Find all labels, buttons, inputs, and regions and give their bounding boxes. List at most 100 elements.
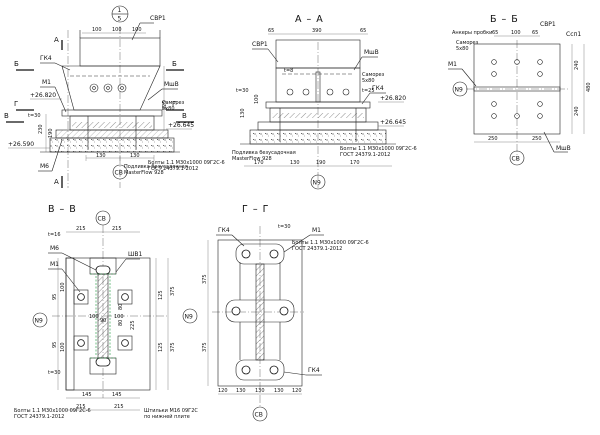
label-aa-3: 5х80	[362, 78, 375, 84]
dim-vv-17: 100	[60, 342, 66, 352]
dim-vv-5: 215	[114, 404, 124, 410]
dim-gg-4: 120	[292, 388, 302, 394]
dim-vv-8: 80	[118, 320, 124, 326]
label-main-3: М1	[42, 79, 51, 86]
label-bb-0: Анкеры пробки	[452, 30, 492, 36]
gg-title: Г – Г	[242, 204, 269, 215]
cut-letter-6: В	[182, 112, 187, 120]
section-vv: В – В СВ 215 215 100 90 100 80 80	[14, 204, 198, 420]
label-aa-4: t=8	[284, 68, 293, 74]
label-vv-1: М6	[50, 245, 59, 252]
dim-main-0: 100	[92, 27, 102, 33]
section-sheet: 5	[118, 16, 122, 23]
dim-main-5: 190	[48, 128, 54, 138]
section-aa: А – А 65 390 65 100 170 130 190 170 СВР1	[232, 14, 417, 190]
aa-axis-label: N9	[313, 180, 321, 187]
elev-aa-0: +26.820	[380, 95, 406, 102]
label-gg-0: ГК4	[218, 227, 230, 234]
label-bb-5: М1	[448, 61, 457, 68]
label-bb-2: 5х80	[456, 46, 469, 52]
dim-gg-0: 120	[218, 388, 228, 394]
dim-gg-6: 375	[202, 342, 208, 352]
label-gg-1: t=30	[278, 224, 291, 230]
cut-letter-0: А	[54, 36, 59, 44]
dim-bb-7: 250	[532, 136, 542, 142]
bb-axis-left: N9	[455, 87, 463, 94]
vv-bolt-2: ГОСТ 24379.1-2012	[14, 414, 64, 420]
label-aa-8: 130	[240, 108, 246, 118]
gg-bolt-1: Болты 1.1 М30х1000 09Г2С-6	[292, 240, 369, 246]
bb-axis-bottom: СВ	[512, 156, 520, 163]
dim-vv-16: 100	[60, 282, 66, 292]
dim-vv-12: 375	[170, 342, 176, 352]
dim-vv-15: 100	[114, 314, 124, 320]
dim-aa-2: 65	[360, 28, 366, 34]
dim-bb-3: 240	[574, 60, 580, 70]
bb-bolts	[491, 59, 543, 119]
dim-aa-1: 390	[312, 28, 322, 34]
dim-main-6: 130	[96, 153, 106, 159]
dim-bb-0: 65	[492, 30, 498, 36]
label-gg-3: ГК4	[308, 367, 320, 374]
cut-letter-3: Г	[14, 100, 18, 108]
main-note-1: Подливка безусадочная	[124, 164, 188, 170]
label-main-2: МшВ	[164, 81, 179, 88]
dim-main-7: 130	[130, 153, 140, 159]
section-gg: Г – Г 375 375 120 130 130 130 120 ГК4 t=…	[182, 204, 369, 422]
dim-vv-1: 215	[112, 226, 122, 232]
dim-gg-1: 130	[236, 388, 246, 394]
label-bb-1: Саморез	[456, 40, 479, 46]
dim-bb-6: 250	[488, 136, 498, 142]
label-vv-4: t=30	[48, 370, 61, 376]
label-vv-0: t=16	[48, 232, 61, 238]
vv-axis-top: СВ	[98, 216, 106, 223]
elev-aa-1: +26.645	[380, 119, 406, 126]
dim-vv-2: 145	[82, 392, 92, 398]
label-bb-3: СВР1	[540, 21, 556, 28]
label-aa-1: МшВ	[364, 49, 379, 56]
vv-nut-1: Штильки М16 09Г2С	[144, 408, 198, 414]
dim-vv-6: 95	[52, 294, 58, 300]
section-number: 1	[118, 7, 122, 14]
main-bolt-1: Болты 1.1 М30х1000 09Г2С-6	[148, 160, 225, 166]
dim-aa-0: 65	[268, 28, 274, 34]
vv-title: В – В	[48, 204, 77, 215]
elev-main-1: +26.645	[168, 122, 194, 129]
label-vv-3: ШВ1	[128, 251, 143, 258]
bb-title: Б – Б	[490, 14, 519, 25]
dim-vv-10: 225	[130, 320, 136, 330]
dim-vv-11: 375	[170, 286, 176, 296]
main-axis-label: СВ	[115, 170, 123, 177]
elev-main-0: +26.820	[30, 92, 56, 99]
cut-letter-7: А	[54, 178, 59, 186]
main-note-2: MasterFlow 928	[124, 170, 164, 176]
label-aa-7: t=30	[236, 88, 249, 94]
cut-letter-4: Г	[172, 100, 176, 108]
aa-title: А – А	[295, 14, 324, 25]
dim-vv-14: 90	[100, 318, 106, 324]
gg-bolt-2: ГОСТ 24379.1-2012	[292, 246, 342, 252]
dim-vv-4: 215	[76, 404, 86, 410]
main-bolt-2: ГОСТ 24379.1-2012	[148, 166, 198, 172]
label-gg-2: М1	[312, 227, 321, 234]
label-aa-5: t=25	[362, 88, 375, 94]
aa-bolt-2: ГОСТ 24379.1-2012	[340, 152, 390, 158]
aa-note-1: Подливка безусадочная	[232, 150, 296, 156]
dim-aa-5: 130	[290, 160, 300, 166]
aa-bolt-1: Болты 1.1 М30х1000 09Г2С-6	[340, 146, 417, 152]
label-aa-0: СВР1	[252, 41, 268, 48]
gg-axis-left: N9	[185, 314, 193, 321]
label-vv-2: М1	[50, 261, 59, 268]
dim-vv-3: 145	[112, 392, 122, 398]
vv-nut-2: по нижней плите	[144, 413, 190, 420]
dim-vv-7: 95	[52, 342, 58, 348]
main-view: 1 5 130 130	[4, 5, 225, 188]
dim-aa-6: 190	[316, 160, 326, 166]
label-aa-6: ГК4	[372, 85, 384, 92]
label-aa-2: Саморез	[362, 72, 385, 78]
vv-bolt-1: Болты 1.1 М30х1000 09Г2С-6	[14, 408, 91, 414]
dim-vv-13: 100	[89, 314, 99, 320]
cut-letter-1: Б	[14, 60, 19, 68]
section-bubble: 1 5	[111, 5, 129, 23]
